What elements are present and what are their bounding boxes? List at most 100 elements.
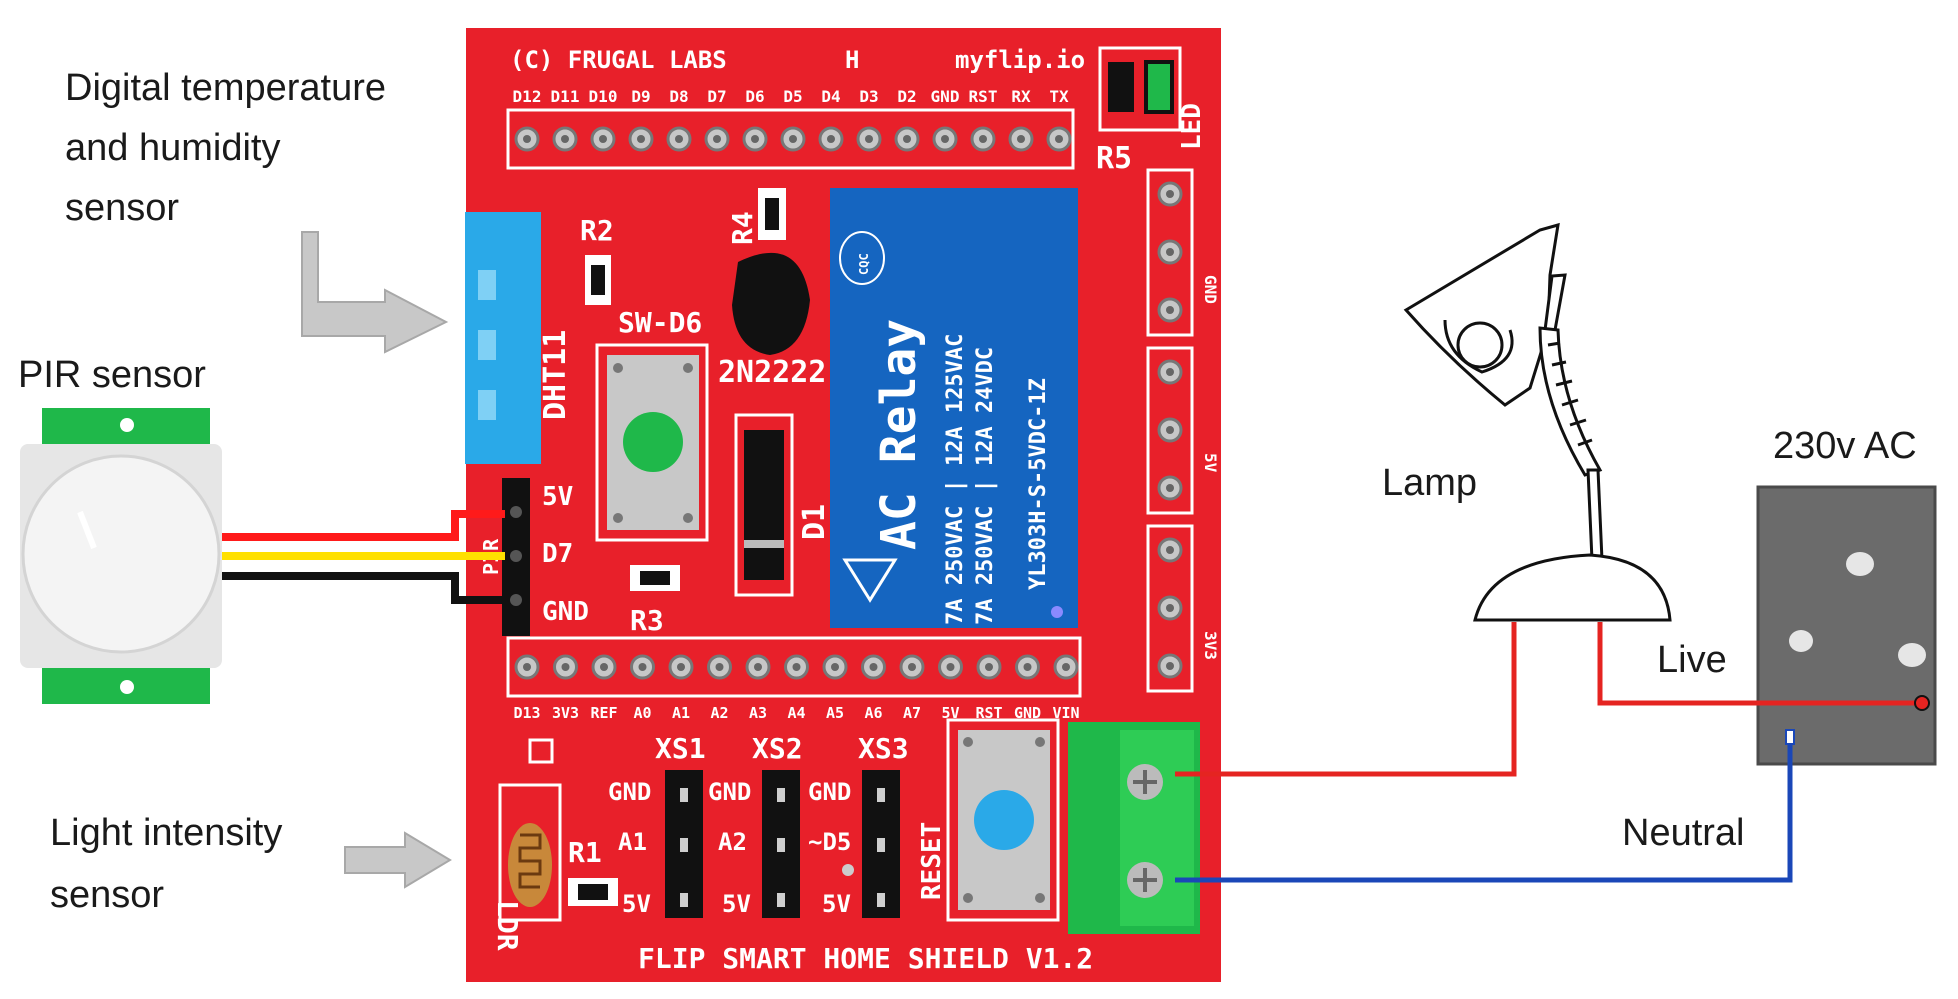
dht11-label: DHT11 xyxy=(538,330,573,420)
dht11-slot xyxy=(478,270,496,300)
top-pin-label: RX xyxy=(1011,87,1031,106)
reset-screw xyxy=(963,737,973,747)
top-pin-label: GND xyxy=(931,87,960,106)
relay-title: AC Relay xyxy=(871,319,927,550)
neutral-label: Neutral xyxy=(1622,812,1745,854)
bottom-pin-label: A0 xyxy=(633,704,651,722)
dht-arrow-icon xyxy=(301,231,449,354)
xs-pin xyxy=(680,788,688,802)
pir-wire-red xyxy=(222,510,505,541)
transistor-2n2222 xyxy=(732,252,810,355)
terminal-inner xyxy=(1120,730,1194,926)
top-pin-hole xyxy=(523,135,531,143)
bottom-pin-hole xyxy=(985,663,993,671)
r4-label: R4 xyxy=(726,211,759,245)
top-pin-hole xyxy=(1017,135,1025,143)
sw-screw xyxy=(613,513,623,523)
reset-screw xyxy=(1035,737,1045,747)
top-pin-label: D3 xyxy=(859,87,878,106)
top-pin-label: TX xyxy=(1049,87,1069,106)
pir-pin xyxy=(510,594,522,606)
xs-pin xyxy=(877,838,885,852)
r5-label: R5 xyxy=(1096,141,1132,176)
xs-pin xyxy=(680,838,688,852)
r1-label: R1 xyxy=(568,836,602,869)
top-pin-hole xyxy=(637,135,645,143)
bottom-pin-label: A3 xyxy=(749,704,767,722)
side-pin-hole xyxy=(1166,662,1174,670)
bottom-pin-hole xyxy=(523,663,531,671)
live-wire-to-outlet xyxy=(1597,622,1922,706)
top-pin-label: D8 xyxy=(669,87,688,106)
top-pin-hole xyxy=(903,135,911,143)
xs3-pin-5v: 5V xyxy=(822,890,851,918)
side-pin-hole xyxy=(1166,190,1174,198)
ldr-outline xyxy=(498,783,562,922)
xs3-pin-gnd: GND xyxy=(808,778,851,806)
top-pin-label: D11 xyxy=(551,87,580,106)
bottom-pin-label: A5 xyxy=(826,704,844,722)
top-pin-hole xyxy=(789,135,797,143)
dht11-sensor xyxy=(465,212,541,464)
board-site: myflip.io xyxy=(955,46,1085,74)
live-label: Live xyxy=(1657,639,1727,681)
relay-dot xyxy=(1051,606,1063,618)
reset-outline xyxy=(946,718,1060,922)
live-wire-to-lamp xyxy=(1175,622,1517,777)
xs-pin xyxy=(777,838,785,852)
d1-band xyxy=(744,540,784,548)
pir-pin xyxy=(510,550,522,562)
screw-slot xyxy=(1133,770,1157,794)
xs2-pin-5v: 5V xyxy=(722,890,751,918)
bottom-pin-hole xyxy=(869,663,878,671)
bottom-pin-hole xyxy=(1023,663,1032,671)
pir-mount-hole xyxy=(120,680,134,694)
d1-diode-outline xyxy=(734,413,794,597)
xs-pin xyxy=(777,893,785,907)
side-header xyxy=(1146,168,1194,337)
neutral-wire-plug xyxy=(1785,729,1795,745)
relay-cqc-text: CQC xyxy=(857,253,871,275)
bottom-pin-label: A6 xyxy=(864,704,882,722)
dht-label-line3: sensor xyxy=(65,187,179,229)
relay-spec1: 7A 250VAC | 12A 125VAC xyxy=(943,334,968,625)
top-pin-hole xyxy=(865,135,873,143)
bottom-pin-hole xyxy=(831,663,839,671)
bottom-pin-hole xyxy=(908,663,916,671)
top-pin-label: RST xyxy=(969,87,998,106)
ac-label: 230v AC xyxy=(1773,425,1917,467)
ldr-mark xyxy=(528,738,554,764)
xs1-label: XS1 xyxy=(655,732,706,765)
top-pin-label: D9 xyxy=(631,87,650,106)
bottom-pin-hole xyxy=(715,663,724,671)
bottom-pin-row xyxy=(514,654,1079,680)
bottom-pin-hole xyxy=(561,663,570,671)
bottom-pin-label: 5V xyxy=(941,704,959,722)
pir-mount-hole xyxy=(120,418,134,432)
bottom-pin-hole xyxy=(1062,663,1070,671)
bottom-pin-label: A7 xyxy=(903,704,921,722)
outlet-hole-top xyxy=(1846,552,1874,576)
wall-outlet xyxy=(1756,485,1937,766)
sw-screw xyxy=(613,363,623,373)
top-pin-label: D6 xyxy=(745,87,764,106)
top-pin-hole xyxy=(941,135,949,143)
top-pin-hole xyxy=(675,135,683,143)
live-wire-plug xyxy=(1914,695,1930,711)
lamp-label: Lamp xyxy=(1382,462,1477,504)
pir-pin-5v: 5V xyxy=(542,482,573,512)
ldr-sensor-label-line1: Light intensity xyxy=(50,812,282,854)
xs-pin xyxy=(777,788,785,802)
side-header xyxy=(1146,346,1194,515)
reset-screw xyxy=(1035,893,1045,903)
top-pin-label: D7 xyxy=(707,87,726,106)
bottom-pin-label: A1 xyxy=(672,704,690,722)
top-pin-hole xyxy=(713,135,721,143)
bottom-pin-label: D13 xyxy=(513,704,540,722)
pir-glint xyxy=(77,510,97,550)
top-pin-label: D4 xyxy=(821,87,840,106)
xs1-pin-gnd: GND xyxy=(608,778,651,806)
relay-warning-icon xyxy=(842,558,898,603)
